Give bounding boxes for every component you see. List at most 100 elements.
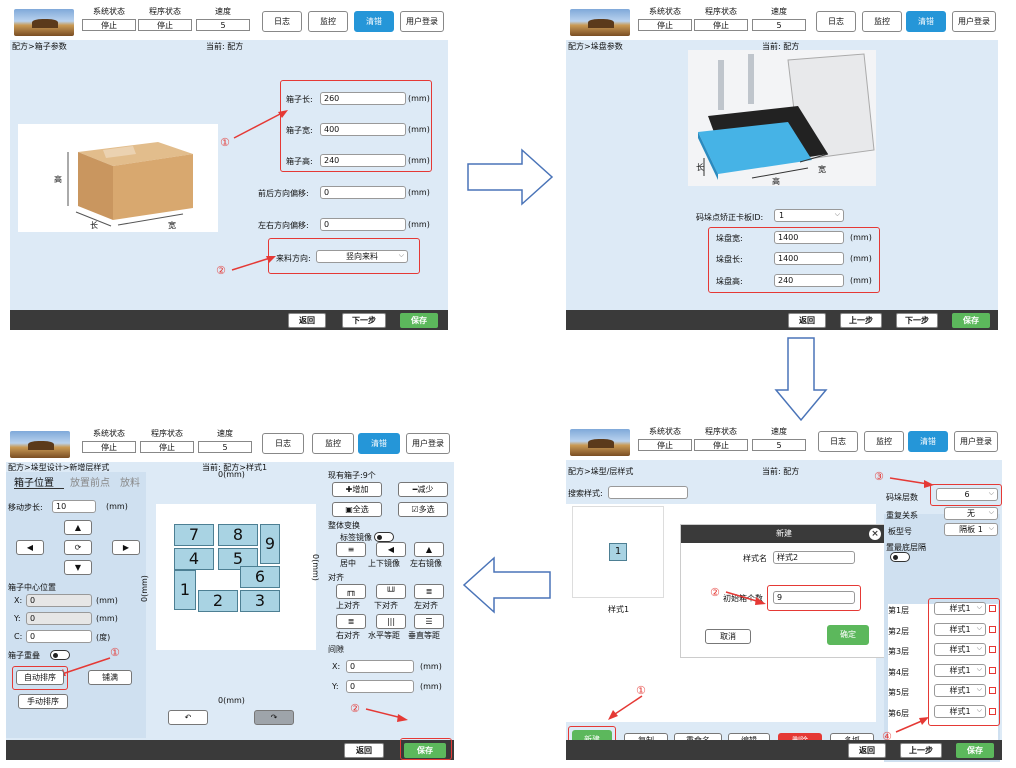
clear-error-button[interactable]: 清错 (354, 11, 394, 32)
box-cell[interactable]: 5 (218, 548, 258, 570)
move-left-button[interactable]: ◀ (16, 540, 44, 555)
monitor-button[interactable]: 监控 (312, 433, 354, 454)
style-name-input[interactable]: 样式2 (773, 551, 855, 564)
move-down-button[interactable]: ▼ (64, 560, 92, 575)
gap-y-input[interactable]: 0 (346, 680, 414, 693)
layer-style-select[interactable]: 样式1 (934, 622, 986, 636)
log-button[interactable]: 日志 (262, 11, 302, 32)
layer-count-select[interactable]: 6 (936, 488, 998, 501)
save-button[interactable]: 保存 (956, 743, 994, 758)
pallet-id-select[interactable]: 1 (774, 209, 844, 222)
redo-icon[interactable]: ↷ (254, 710, 294, 725)
monitor-button[interactable]: 监控 (862, 11, 902, 32)
direction-select[interactable]: 竖向来料 (316, 250, 408, 263)
gap-x-input[interactable]: 0 (346, 660, 414, 673)
auto-sort-button[interactable]: 自动排序 (16, 670, 64, 685)
mirror-toggle[interactable] (374, 532, 394, 542)
clear-error-button[interactable]: 清错 (358, 433, 400, 454)
style-thumbnail[interactable]: 1 (572, 506, 664, 598)
manual-sort-button[interactable]: 手动排序 (18, 694, 68, 709)
front-offset-input[interactable]: 0 (320, 186, 406, 199)
box-cell[interactable]: 2 (198, 590, 238, 612)
box-cell[interactable]: 9 (260, 524, 280, 564)
save-button[interactable]: 保存 (400, 313, 438, 328)
bottom-toggle[interactable] (890, 552, 910, 562)
layer-style-select[interactable]: 样式1 (934, 602, 986, 615)
fill-button[interactable]: 铺满 (88, 670, 132, 685)
login-button[interactable]: 用户登录 (406, 433, 450, 454)
tab-release[interactable]: 放料 (120, 478, 140, 489)
pallet-length-input[interactable]: 1400 (774, 252, 844, 265)
overlap-toggle[interactable] (50, 650, 70, 660)
confirm-button[interactable]: 确定 (827, 625, 869, 645)
coord-c-input[interactable]: 0 (26, 630, 92, 643)
search-input[interactable] (608, 486, 688, 499)
align-bottom-icon[interactable]: ╙╜ (376, 584, 406, 599)
align-left-icon[interactable]: ≣ (414, 584, 444, 599)
back-button[interactable]: 返回 (788, 313, 826, 328)
move-up-button[interactable]: ▲ (64, 520, 92, 535)
box-cell[interactable]: 3 (240, 590, 280, 612)
layer-style-select[interactable]: 样式1 (934, 684, 986, 697)
layer-style-select[interactable]: 样式1 (934, 643, 986, 656)
box-cell[interactable]: 7 (174, 524, 214, 546)
box-cell[interactable]: 4 (174, 548, 214, 570)
center-icon[interactable]: ≡ (336, 542, 366, 557)
back-button[interactable]: 返回 (344, 743, 384, 758)
flip-horizontal-icon[interactable]: ▲ (414, 542, 444, 557)
login-button[interactable]: 用户登录 (952, 11, 996, 32)
tab-box-position[interactable]: 箱子位置 (14, 478, 54, 489)
select-all-button[interactable]: ▣全选 (332, 502, 382, 517)
clear-error-button[interactable]: 清错 (906, 11, 946, 32)
add-button[interactable]: ✚增加 (332, 482, 382, 497)
align-right-icon[interactable]: ≣ (336, 614, 366, 629)
move-right-button[interactable]: ▶ (112, 540, 140, 555)
next-button[interactable]: 下一步 (896, 313, 938, 328)
log-button[interactable]: 日志 (816, 11, 856, 32)
layer-checkbox[interactable] (989, 605, 996, 612)
prev-button[interactable]: 上一步 (840, 313, 882, 328)
rotate-button[interactable]: ⟳ (64, 540, 92, 555)
h-equal-icon[interactable]: ||| (376, 614, 406, 629)
v-equal-icon[interactable]: ☰ (414, 614, 444, 629)
layer-checkbox[interactable] (989, 687, 996, 694)
box-cell[interactable]: 8 (218, 524, 258, 546)
layer-checkbox[interactable] (989, 646, 996, 653)
layer-style-select[interactable]: 样式1 (934, 704, 986, 718)
close-icon[interactable]: × (869, 528, 881, 540)
reduce-button[interactable]: ━减少 (398, 482, 448, 497)
pallet-height-input[interactable]: 240 (774, 274, 844, 287)
align-top-icon[interactable]: ╓╖ (336, 584, 366, 599)
login-button[interactable]: 用户登录 (954, 431, 998, 452)
coord-x-input[interactable]: 0 (26, 594, 92, 607)
box-cell[interactable]: 1 (174, 570, 196, 610)
save-button[interactable]: 保存 (404, 743, 446, 758)
prev-button[interactable]: 上一步 (900, 743, 942, 758)
pallet-width-input[interactable]: 1400 (774, 231, 844, 244)
coord-y-input[interactable]: 0 (26, 612, 92, 625)
back-button[interactable]: 返回 (848, 743, 886, 758)
clear-error-button[interactable]: 清错 (908, 431, 948, 452)
layer-checkbox[interactable] (989, 707, 996, 715)
box-width-input[interactable]: 400 (320, 123, 406, 136)
log-button[interactable]: 日志 (818, 431, 858, 452)
layer-style-select[interactable]: 样式1 (934, 663, 986, 677)
back-button[interactable]: 返回 (288, 313, 326, 328)
step-input[interactable]: 10 (52, 500, 96, 513)
side-offset-input[interactable]: 0 (320, 218, 406, 231)
box-cell[interactable]: 6 (240, 566, 280, 588)
flip-vertical-icon[interactable]: ◀ (376, 542, 406, 557)
layer-checkbox[interactable] (989, 666, 996, 674)
count-input[interactable]: 9 (773, 591, 855, 604)
log-button[interactable]: 日志 (262, 433, 304, 454)
login-button[interactable]: 用户登录 (400, 11, 444, 32)
repeat-select[interactable]: 无 (944, 507, 998, 520)
undo-icon[interactable]: ↶ (168, 710, 208, 725)
monitor-button[interactable]: 监控 (864, 431, 904, 452)
cancel-button[interactable]: 取消 (705, 629, 751, 644)
board-select[interactable]: 隔板 1 (944, 523, 998, 536)
save-button[interactable]: 保存 (952, 313, 990, 328)
tab-place-front[interactable]: 放置前点 (70, 478, 110, 489)
multi-select-button[interactable]: ☑多选 (398, 502, 448, 517)
box-length-input[interactable]: 260 (320, 92, 406, 105)
